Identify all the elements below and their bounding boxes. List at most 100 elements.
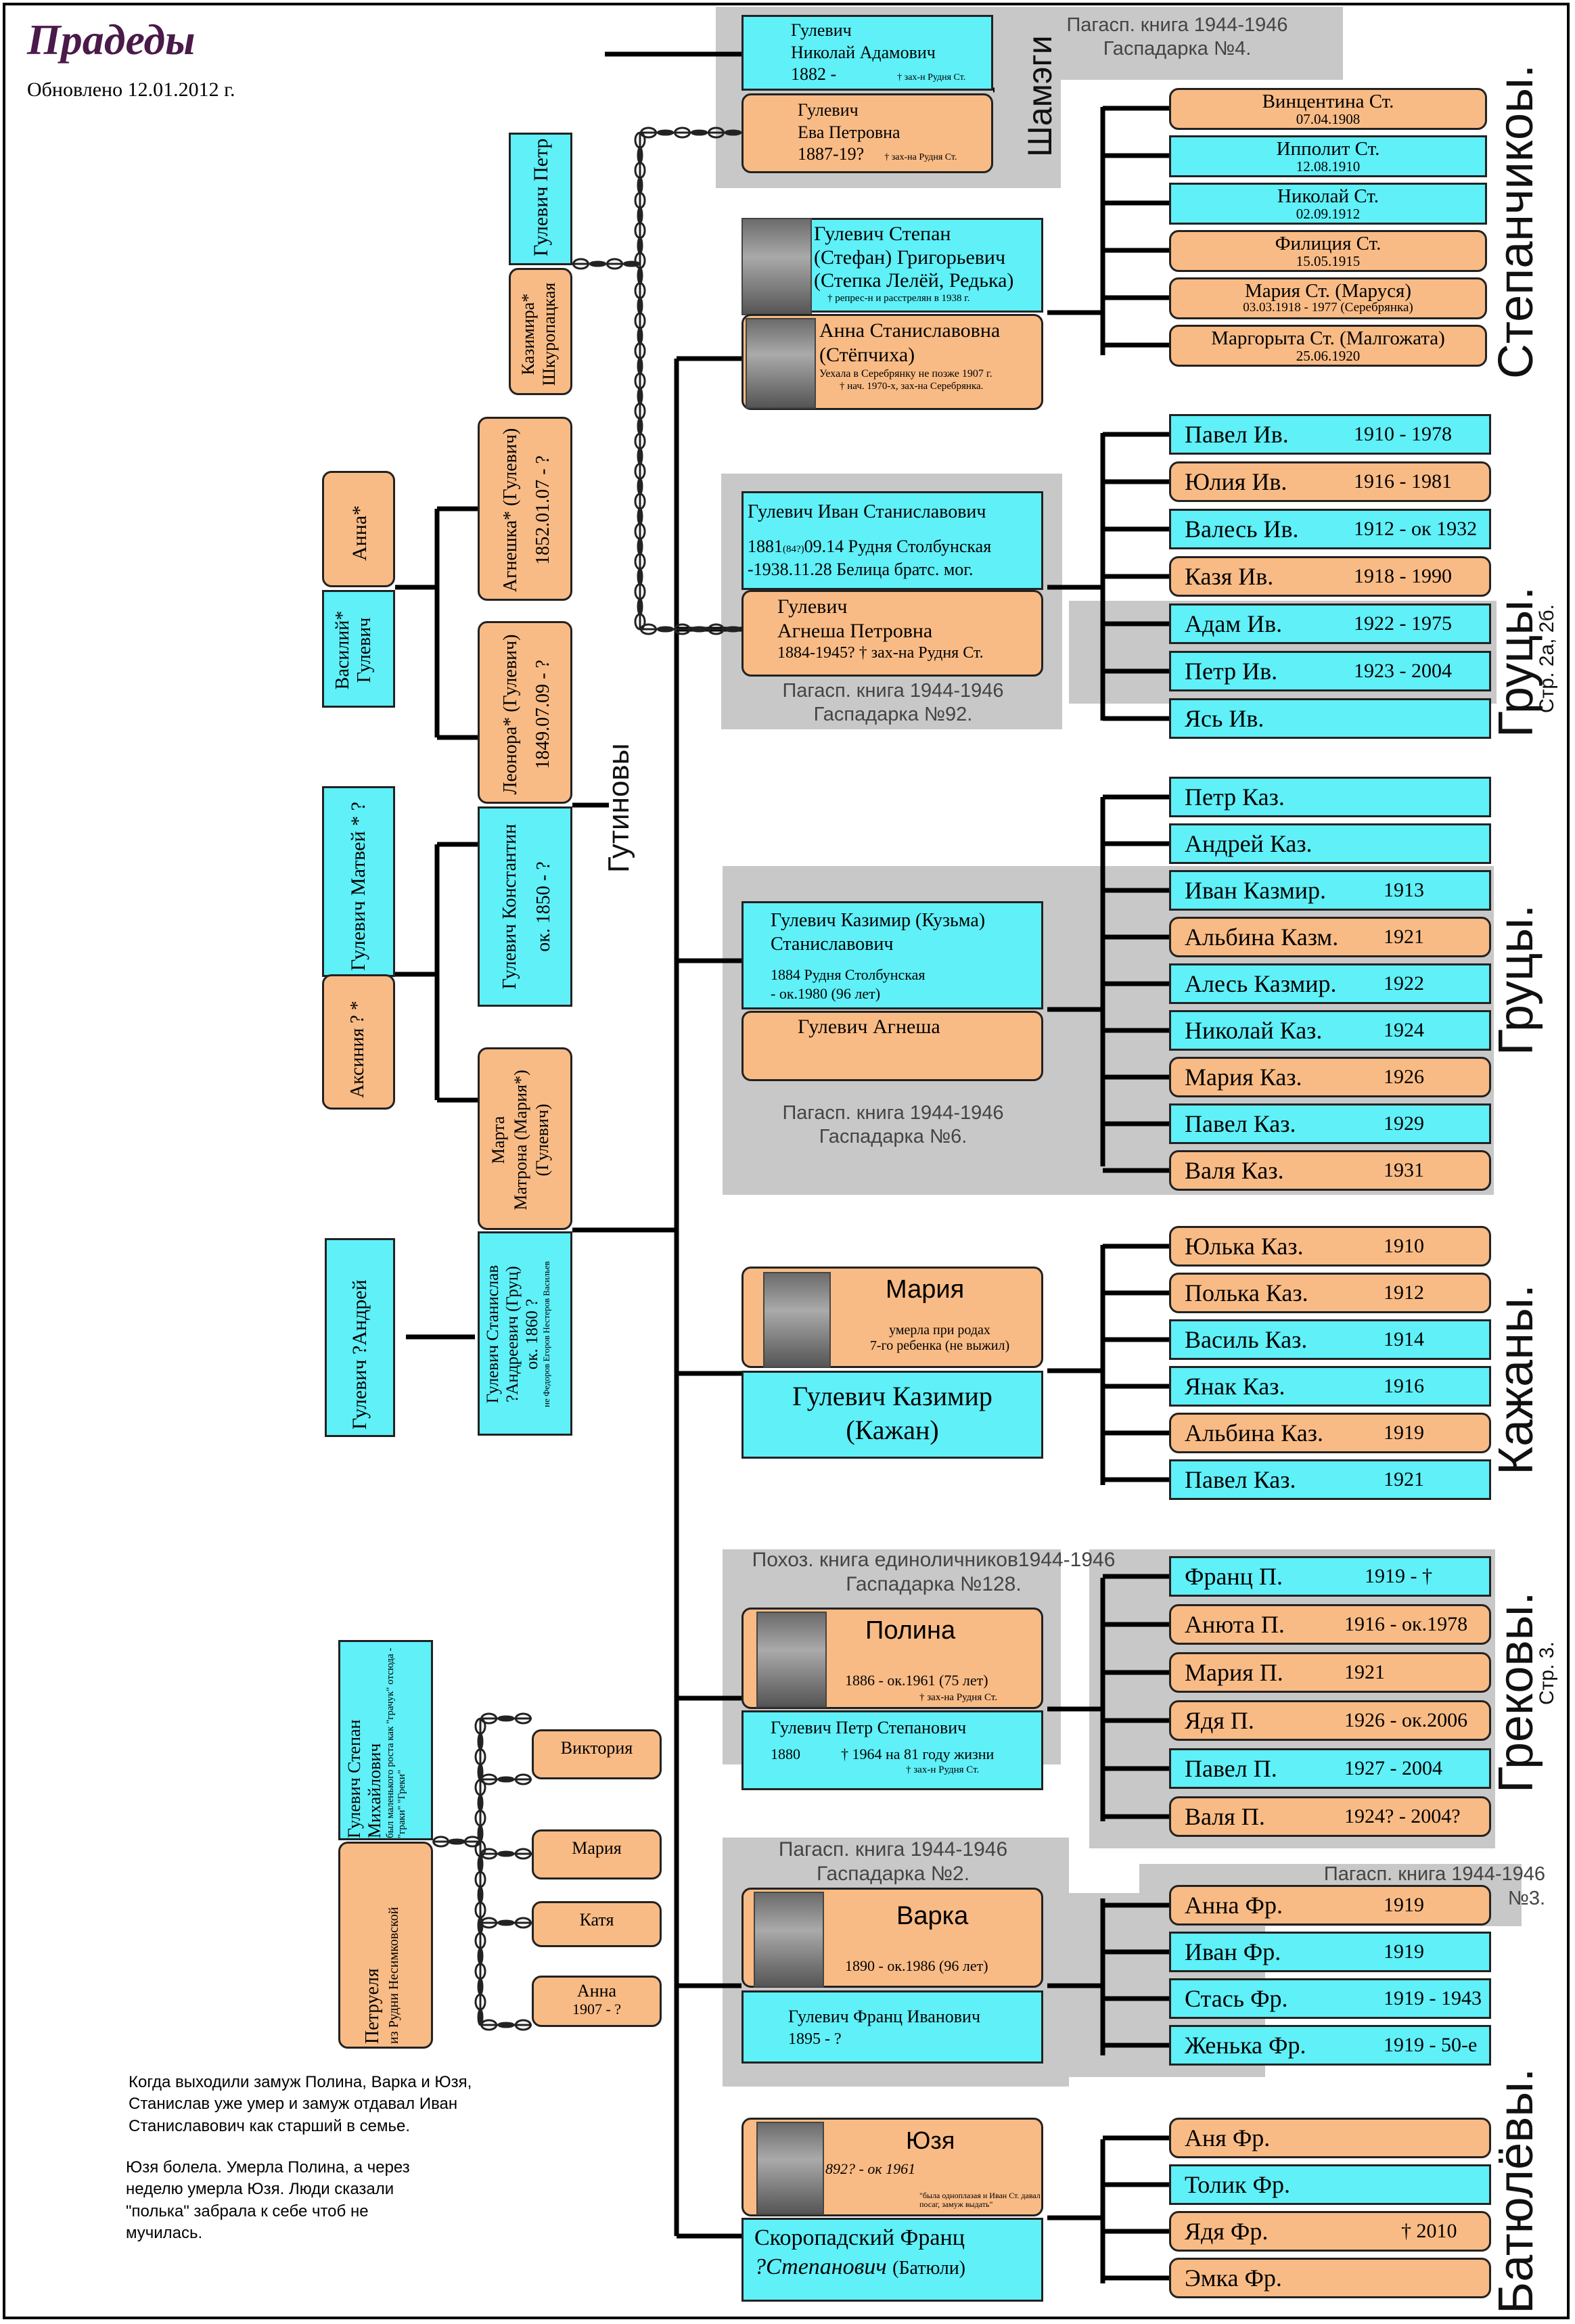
couple-grutsy2-wife[interactable]: Гулевич Агнеша xyxy=(741,1011,1043,1081)
child-name: Аня Фр. xyxy=(1185,2124,1271,2151)
child-name: Винцентина Ст. xyxy=(1262,91,1394,112)
ancestor-aksiniya-label: Аксиния ? * xyxy=(347,1001,368,1098)
couple-kazhany-husband[interactable]: Гулевич Казимир(Кажан) xyxy=(741,1371,1043,1459)
child-grutsy1-4[interactable]: Адам Ив.1922 - 1975 xyxy=(1169,603,1491,644)
couple-batyulevy-husband[interactable]: Скоропадский Франц?Степанович (Батюли) xyxy=(741,2218,1043,2302)
child-years: 1931 xyxy=(1384,1159,1424,1181)
child-kazhany-3[interactable]: Янак Каз.1916 xyxy=(1169,1366,1491,1407)
grekovy-wife-name: Полина xyxy=(865,1616,956,1645)
child-grutsy2-5[interactable]: Николай Каз.1924 xyxy=(1169,1010,1491,1051)
child-grekovy-3[interactable]: Ядя П.1926 - ок.2006 xyxy=(1169,1700,1491,1741)
child-name: Николай Ст. xyxy=(1277,185,1379,207)
child-grutsy1-6[interactable]: Ясь Ив. xyxy=(1169,698,1491,739)
updated-date: Обновлено 12.01.2012 г. xyxy=(27,78,235,101)
ancestor-leonora[interactable]: Леонора* (Гулевич)1849.07.09 - ? xyxy=(478,621,572,804)
ancestor-vasiliy[interactable]: Василий* Гулевич xyxy=(322,590,395,708)
child-grutsy1-0[interactable]: Павел Ив.1910 - 1978 xyxy=(1169,414,1491,455)
child-kazhany-1[interactable]: Полька Каз.1912 xyxy=(1169,1273,1491,1313)
child-stepanchiki-4[interactable]: Мария Ст. (Маруся)03.03.1918 - 1977 (Сер… xyxy=(1169,277,1487,319)
child-name: Павел Каз. xyxy=(1185,1110,1296,1137)
child-grutsy2-1[interactable]: Андрей Каз. xyxy=(1169,823,1491,864)
child-grutsy2-6[interactable]: Мария Каз.1926 xyxy=(1169,1057,1491,1097)
child-varka-3[interactable]: Женька Фр.1919 - 50-е xyxy=(1169,2025,1491,2066)
child-grutsy2-3[interactable]: Альбина Казм.1921 xyxy=(1169,917,1491,957)
ancestor-matvey[interactable]: Гулевич Матвей * ? xyxy=(322,786,395,977)
child-date: 12.08.1910 xyxy=(1296,158,1361,175)
ancestor-andrey-label: Гулевич ?Андрей xyxy=(348,1279,371,1430)
sister-mariya[interactable]: Мария xyxy=(532,1829,662,1879)
family-batyulevy: Батюлёвы. xyxy=(1489,2068,1543,2314)
chain-link xyxy=(708,623,725,635)
chain-link xyxy=(691,129,708,136)
child-grutsy2-4[interactable]: Алесь Казмир.1922 xyxy=(1169,963,1491,1004)
chain-link xyxy=(725,129,741,136)
child-stepanchiki-3[interactable]: Филиция Ст.15.05.1915 xyxy=(1169,230,1487,272)
child-grutsy1-5[interactable]: Петр Ив.1923 - 2004 xyxy=(1169,651,1491,691)
child-name: Валесь Ив. xyxy=(1185,516,1299,543)
child-years: 1922 xyxy=(1384,972,1424,995)
chain-link xyxy=(725,626,741,633)
child-batyulevy-3[interactable]: Эмка Фр. xyxy=(1169,2258,1491,2298)
ancestor-andrey[interactable]: Гулевич ?Андрей xyxy=(325,1238,395,1437)
child-varka-1[interactable]: Иван Фр.1919 xyxy=(1169,1932,1491,1972)
child-grutsy1-3[interactable]: Казя Ив.1918 - 1990 xyxy=(1169,556,1491,597)
chain-link xyxy=(497,1850,515,1857)
child-stepanchiki-2[interactable]: Николай Ст.02.09.1912 xyxy=(1169,183,1487,225)
child-stepanchiki-5[interactable]: Маргорыта Ст. (Малгожата)25.06.1920 xyxy=(1169,325,1487,367)
child-grekovy-5[interactable]: Валя П.1924? - 2004? xyxy=(1169,1796,1491,1837)
ancestor-petr[interactable]: Гулевич Петр xyxy=(509,133,572,265)
child-grutsy2-2[interactable]: Иван Казмир.1913 xyxy=(1169,870,1491,911)
chain-link xyxy=(514,1712,532,1725)
child-name: Павел Ив. xyxy=(1185,421,1289,448)
ancestor-aksiniya[interactable]: Аксиния ? * xyxy=(322,974,395,1110)
child-grutsy1-1[interactable]: Юлия Ив.1916 - 1981 xyxy=(1169,461,1491,502)
child-grekovy-2[interactable]: Мария П.1921 xyxy=(1169,1652,1491,1693)
child-batyulevy-0[interactable]: Аня Фр. xyxy=(1169,2118,1491,2158)
child-grekovy-0[interactable]: Франц П.1919 - † xyxy=(1169,1556,1491,1597)
child-kazhany-0[interactable]: Юлька Каз.1910 xyxy=(1169,1226,1491,1267)
child-grutsy2-7[interactable]: Павел Каз.1929 xyxy=(1169,1103,1491,1144)
child-varka-2[interactable]: Стась Фр.1919 - 1943 xyxy=(1169,1978,1491,2019)
child-batyulevy-1[interactable]: Толик Фр. xyxy=(1169,2164,1491,2205)
child-grutsy2-0[interactable]: Петр Каз. xyxy=(1169,777,1491,817)
note-marriage: Когда выходили замуж Полина, Варка и Юзя… xyxy=(129,2073,472,2135)
ancestor-kazimira[interactable]: Казимира* Шкуропацкая xyxy=(509,268,572,395)
sister-katya[interactable]: Катя xyxy=(532,1901,662,1947)
child-grekovy-4[interactable]: Павел П.1927 - 2004 xyxy=(1169,1748,1491,1789)
chain-link xyxy=(480,1917,498,1929)
chain-link xyxy=(497,1715,515,1722)
child-kazhany-5[interactable]: Павел Каз.1921 xyxy=(1169,1459,1491,1500)
child-grekovy-1[interactable]: Анюта П.1916 - ок.1978 xyxy=(1169,1604,1491,1645)
sister-viktoriya[interactable]: Виктория xyxy=(532,1729,662,1779)
child-stepanchiki-0[interactable]: Винцентина Ст.07.04.1908 xyxy=(1169,88,1487,130)
child-varka-0[interactable]: Анна Фр.1919 xyxy=(1169,1885,1491,1926)
child-kazhany-4[interactable]: Альбина Каз.1919 xyxy=(1169,1413,1491,1453)
note-illness: Юзя болела. Умерла Полина, а через недел… xyxy=(126,2158,410,2243)
child-name: Янак Каз. xyxy=(1185,1373,1285,1400)
child-kazhany-2[interactable]: Василь Каз.1914 xyxy=(1169,1319,1491,1360)
chain-link xyxy=(691,626,708,633)
child-batyulevy-2[interactable]: Ядя Фр.† 2010 xyxy=(1169,2211,1491,2252)
ancestor-stanislav[interactable]: Гулевич Станислав?Андреевич (Груц)ок. 18… xyxy=(478,1231,572,1436)
child-stepanchiki-1[interactable]: Ипполит Ст.12.08.1910 xyxy=(1169,135,1487,177)
child-grutsy1-2[interactable]: Валесь Ив.1912 - ок 1932 xyxy=(1169,509,1491,549)
child-grutsy2-8[interactable]: Валя Каз.1931 xyxy=(1169,1150,1491,1191)
ancestor-agnesha[interactable]: Агнешка* (Гулевич)1852.01.07 - ? xyxy=(478,417,572,601)
ancestor-anna[interactable]: Анна* xyxy=(322,471,395,587)
ancestor-leonora-text: Леонора* (Гулевич)1849.07.09 - ? xyxy=(500,634,553,795)
